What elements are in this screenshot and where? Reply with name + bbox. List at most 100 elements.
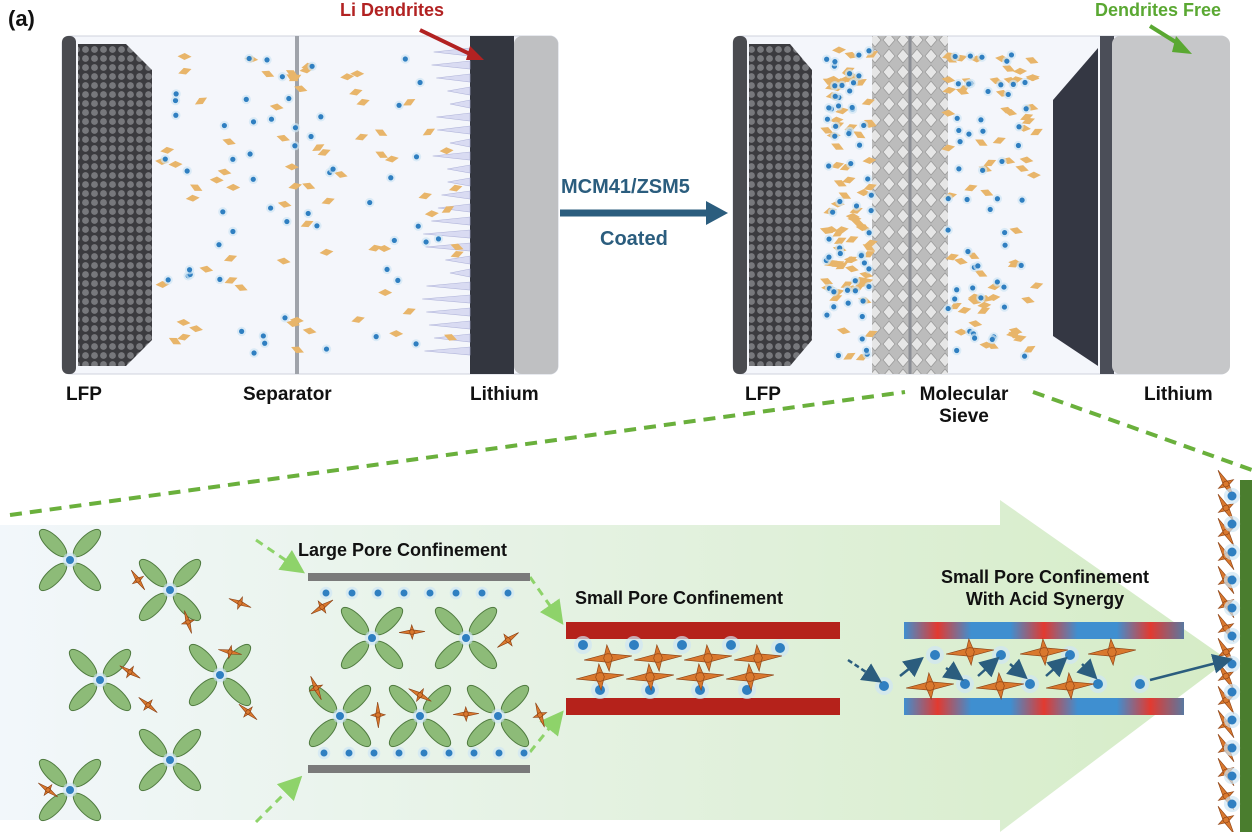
dendrite xyxy=(449,138,471,148)
anion xyxy=(300,220,314,228)
li-ion xyxy=(835,103,842,109)
anion-star xyxy=(634,643,682,673)
anion-star xyxy=(1020,637,1068,667)
li-ion xyxy=(832,93,838,99)
ion-path-arrow xyxy=(847,658,883,683)
anion xyxy=(374,129,388,136)
li-ion xyxy=(413,154,420,160)
anion-star xyxy=(726,662,774,692)
anion xyxy=(319,248,334,256)
anion xyxy=(368,244,382,252)
dendrites-free-arrowhead xyxy=(1172,36,1192,54)
stage-title-large-pore: Large Pore Confinement xyxy=(298,540,508,560)
li-ion xyxy=(1001,284,1007,290)
li-ion xyxy=(849,104,855,111)
anion xyxy=(829,294,843,302)
anion-star xyxy=(1088,637,1136,667)
flow-arrow xyxy=(528,576,564,625)
anion-star xyxy=(532,702,548,728)
li-ion xyxy=(504,589,512,597)
anion xyxy=(831,143,844,150)
lfp-electrode xyxy=(78,44,152,366)
li-ion xyxy=(1002,229,1008,236)
li-ion xyxy=(520,749,528,757)
anion-star xyxy=(976,671,1024,701)
anion xyxy=(820,278,834,285)
anion-star xyxy=(576,662,624,692)
lithium-anode-smooth xyxy=(1053,48,1098,366)
li-ion xyxy=(1135,679,1145,689)
anion xyxy=(450,243,464,251)
li-ion xyxy=(230,228,236,235)
anion xyxy=(190,184,203,191)
li-ion xyxy=(954,287,960,293)
anion-star xyxy=(130,569,146,591)
anion xyxy=(444,334,458,341)
li-ion xyxy=(989,336,995,343)
anion xyxy=(384,155,399,163)
li-ion xyxy=(930,650,940,660)
li-ion xyxy=(400,589,408,597)
dendrite xyxy=(431,216,471,226)
anion xyxy=(350,70,365,78)
li-ion xyxy=(970,285,976,291)
li-ion xyxy=(861,122,867,129)
anion xyxy=(819,227,834,234)
anion xyxy=(831,260,845,268)
small-pore-wall-bottom xyxy=(566,698,840,715)
coating-arrow-head xyxy=(706,201,728,225)
anion xyxy=(980,189,994,196)
li-ion xyxy=(1227,659,1237,669)
anion xyxy=(992,137,1006,144)
li-ion xyxy=(251,350,257,356)
li-ion xyxy=(994,196,1001,202)
li-ion xyxy=(1002,242,1008,248)
anion xyxy=(284,163,299,171)
anion xyxy=(194,97,208,105)
anion xyxy=(1002,65,1016,72)
anion xyxy=(1009,227,1023,235)
anion xyxy=(1019,156,1034,164)
dendrite xyxy=(422,294,471,304)
ion-path-arrow xyxy=(1076,658,1098,680)
li-ion xyxy=(1025,679,1035,689)
li-ion xyxy=(395,277,401,283)
li-ion xyxy=(184,168,190,174)
current-collector-right xyxy=(1112,36,1230,374)
anion-star xyxy=(1217,805,1235,832)
dendrites-free-label: Dendrites Free xyxy=(1095,0,1222,20)
anion xyxy=(178,67,192,75)
anion xyxy=(209,176,224,184)
anion xyxy=(832,46,847,54)
anion xyxy=(1013,335,1027,342)
panel-label: (a) xyxy=(8,6,35,31)
current-collector-left xyxy=(733,36,747,374)
anion xyxy=(835,107,849,115)
anion-star xyxy=(308,675,324,701)
li-ion xyxy=(1227,547,1237,557)
li-ion xyxy=(837,250,843,257)
anion xyxy=(351,316,365,323)
dendrite xyxy=(447,86,471,96)
li-ion xyxy=(323,346,330,352)
li-ion xyxy=(166,586,174,594)
li-ion xyxy=(165,277,171,283)
lithium-metal-surface xyxy=(1240,480,1252,832)
anion xyxy=(402,308,416,315)
anion xyxy=(974,270,988,277)
anion xyxy=(1025,57,1039,64)
ion-path-arrow xyxy=(899,656,924,678)
li-ion xyxy=(879,681,889,691)
li-ion xyxy=(972,335,978,341)
anion xyxy=(349,88,363,96)
anion xyxy=(945,253,959,261)
anion xyxy=(312,144,325,151)
li-ion xyxy=(852,278,858,284)
li-ion xyxy=(866,230,872,236)
ion-path-arrow xyxy=(977,656,1000,678)
large-pore-wall-bottom xyxy=(308,765,530,773)
li-ion xyxy=(186,267,193,273)
li-ion xyxy=(395,749,403,757)
current-collector-right xyxy=(514,36,558,374)
ion-path-arrow xyxy=(1045,656,1068,678)
